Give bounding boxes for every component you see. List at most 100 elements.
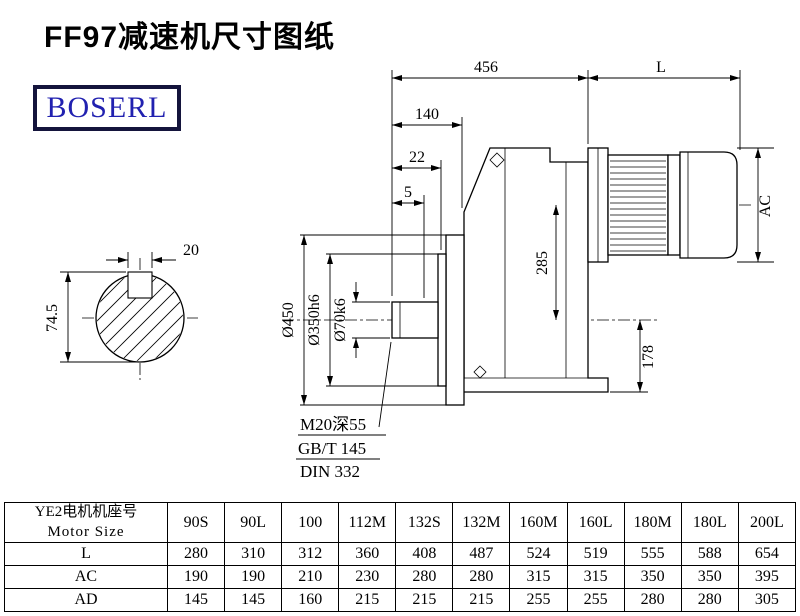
dim-140-label: 140 bbox=[415, 106, 439, 123]
output-flange bbox=[445, 234, 465, 406]
dim-L-label: L bbox=[656, 59, 666, 76]
col-header-132m: 132M bbox=[452, 502, 511, 543]
motor-size-table: YE2电机机座号 Motor Size 90S 90L 100 112M 132… bbox=[4, 502, 797, 612]
dia-350-label: Ø350h6 bbox=[306, 294, 323, 346]
note-m20: M20深55 bbox=[300, 415, 366, 434]
col-header-112m: 112M bbox=[338, 502, 397, 543]
cell-AD-200l: 305 bbox=[737, 588, 797, 612]
motor-body bbox=[607, 154, 669, 256]
cell-AD-180m: 280 bbox=[623, 588, 682, 612]
page-title: FF97减速机尺寸图纸 bbox=[44, 21, 336, 54]
dim-22-label: 22 bbox=[409, 149, 425, 166]
col-header-90s: 90S bbox=[166, 502, 226, 543]
dim-AC: AC bbox=[737, 147, 774, 263]
dim-74-5: 74.5 bbox=[44, 271, 142, 363]
row-label-AD: AD bbox=[4, 588, 168, 612]
row-label-AC: AC bbox=[4, 565, 168, 589]
dim-74-5-label: 74.5 bbox=[44, 304, 61, 332]
cell-L-132s: 408 bbox=[395, 542, 454, 566]
cell-AC-90s: 190 bbox=[166, 565, 226, 589]
cell-AC-200l: 395 bbox=[737, 565, 797, 589]
table-row-L: L 280 310 312 360 408 487 524 519 555 58… bbox=[4, 542, 797, 566]
table-row-AC: AC 190 190 210 230 280 280 315 315 350 3… bbox=[4, 565, 797, 589]
cell-L-90l: 310 bbox=[224, 542, 283, 566]
dim-dia-70: Ø70k6 bbox=[332, 282, 390, 358]
table-row-AD: AD 145 145 160 215 215 215 255 255 280 2… bbox=[4, 588, 797, 612]
cell-L-200l: 654 bbox=[737, 542, 797, 566]
dim-5: 5 bbox=[392, 184, 425, 298]
cell-L-180l: 588 bbox=[680, 542, 739, 566]
cell-L-132m: 487 bbox=[452, 542, 511, 566]
cell-AC-90l: 190 bbox=[224, 565, 283, 589]
dim-L: L bbox=[588, 59, 740, 81]
cell-AD-132s: 215 bbox=[395, 588, 454, 612]
cell-AC-132s: 280 bbox=[395, 565, 454, 589]
header-cn: YE2电机机座号 bbox=[34, 504, 138, 520]
motor-fins bbox=[610, 160, 666, 252]
cell-AC-100: 210 bbox=[281, 565, 340, 589]
dim-20-label: 20 bbox=[183, 242, 199, 259]
cell-AD-160l: 255 bbox=[566, 588, 625, 612]
cell-AD-132m: 215 bbox=[452, 588, 511, 612]
dim-285: 285 bbox=[534, 205, 559, 320]
dim-456: 456 bbox=[392, 59, 588, 81]
motor-size-header-cell: YE2电机机座号 Motor Size bbox=[4, 502, 168, 543]
col-header-132s: 132S bbox=[395, 502, 454, 543]
header-en: Motor Size bbox=[47, 523, 125, 540]
bolt-mark bbox=[473, 365, 487, 379]
cell-AC-132m: 280 bbox=[452, 565, 511, 589]
cell-L-100: 312 bbox=[281, 542, 340, 566]
col-header-100: 100 bbox=[281, 502, 340, 543]
cell-AD-90l: 145 bbox=[224, 588, 283, 612]
cell-AC-180l: 350 bbox=[680, 565, 739, 589]
eyebolt-mark bbox=[489, 152, 505, 168]
keyway bbox=[127, 271, 153, 299]
col-header-180l: 180L bbox=[680, 502, 739, 543]
col-header-160l: 160L bbox=[566, 502, 625, 543]
note-gbt: GB/T 145 bbox=[298, 439, 366, 458]
dim-456-label: 456 bbox=[474, 59, 498, 76]
cell-AC-160l: 315 bbox=[566, 565, 625, 589]
row-label-L: L bbox=[4, 542, 168, 566]
leader-line bbox=[378, 341, 392, 428]
motor bbox=[587, 147, 738, 263]
cell-AD-160m: 255 bbox=[509, 588, 568, 612]
gearbox-side-view bbox=[282, 147, 754, 406]
logo-text: BOSERL bbox=[46, 91, 168, 124]
thread-notes: M20深55 GB/T 145 DIN 332 bbox=[296, 341, 392, 481]
col-header-160m: 160M bbox=[509, 502, 568, 543]
fan-cover bbox=[679, 151, 738, 259]
cell-AD-90s: 145 bbox=[166, 588, 226, 612]
motor-ring bbox=[667, 154, 681, 256]
dim-5-label: 5 bbox=[404, 184, 412, 201]
gear-housing bbox=[451, 147, 609, 393]
boserl-logo: BOSERL bbox=[33, 85, 181, 131]
cell-L-112m: 360 bbox=[338, 542, 397, 566]
dim-178-label: 178 bbox=[640, 345, 657, 369]
col-header-90l: 90L bbox=[224, 502, 283, 543]
cell-L-90s: 280 bbox=[166, 542, 226, 566]
cell-AC-160m: 315 bbox=[509, 565, 568, 589]
dimensions: 456 L 140 22 5 bbox=[280, 59, 774, 406]
cell-AD-112m: 215 bbox=[338, 588, 397, 612]
cell-AC-112m: 230 bbox=[338, 565, 397, 589]
dim-dia-450: Ø450 bbox=[280, 234, 446, 406]
dim-dia-350: Ø350h6 bbox=[306, 253, 438, 387]
cell-L-180m: 555 bbox=[623, 542, 682, 566]
col-header-180m: 180M bbox=[623, 502, 682, 543]
shaft-end-view: 20 74.5 bbox=[44, 242, 199, 380]
note-din: DIN 332 bbox=[300, 462, 360, 481]
dim-AC-label: AC bbox=[757, 195, 774, 217]
dim-285-label: 285 bbox=[534, 251, 551, 275]
cell-AD-100: 160 bbox=[281, 588, 340, 612]
cell-AC-180m: 350 bbox=[623, 565, 682, 589]
dia-450-label: Ø450 bbox=[280, 302, 297, 338]
cell-L-160m: 524 bbox=[509, 542, 568, 566]
dim-20: 20 bbox=[106, 242, 199, 268]
hollow-shaft bbox=[391, 301, 439, 339]
cell-L-160l: 519 bbox=[566, 542, 625, 566]
table-header-row: YE2电机机座号 Motor Size 90S 90L 100 112M 132… bbox=[4, 502, 797, 543]
cell-AD-180l: 280 bbox=[680, 588, 739, 612]
dim-140: 140 bbox=[392, 106, 463, 208]
